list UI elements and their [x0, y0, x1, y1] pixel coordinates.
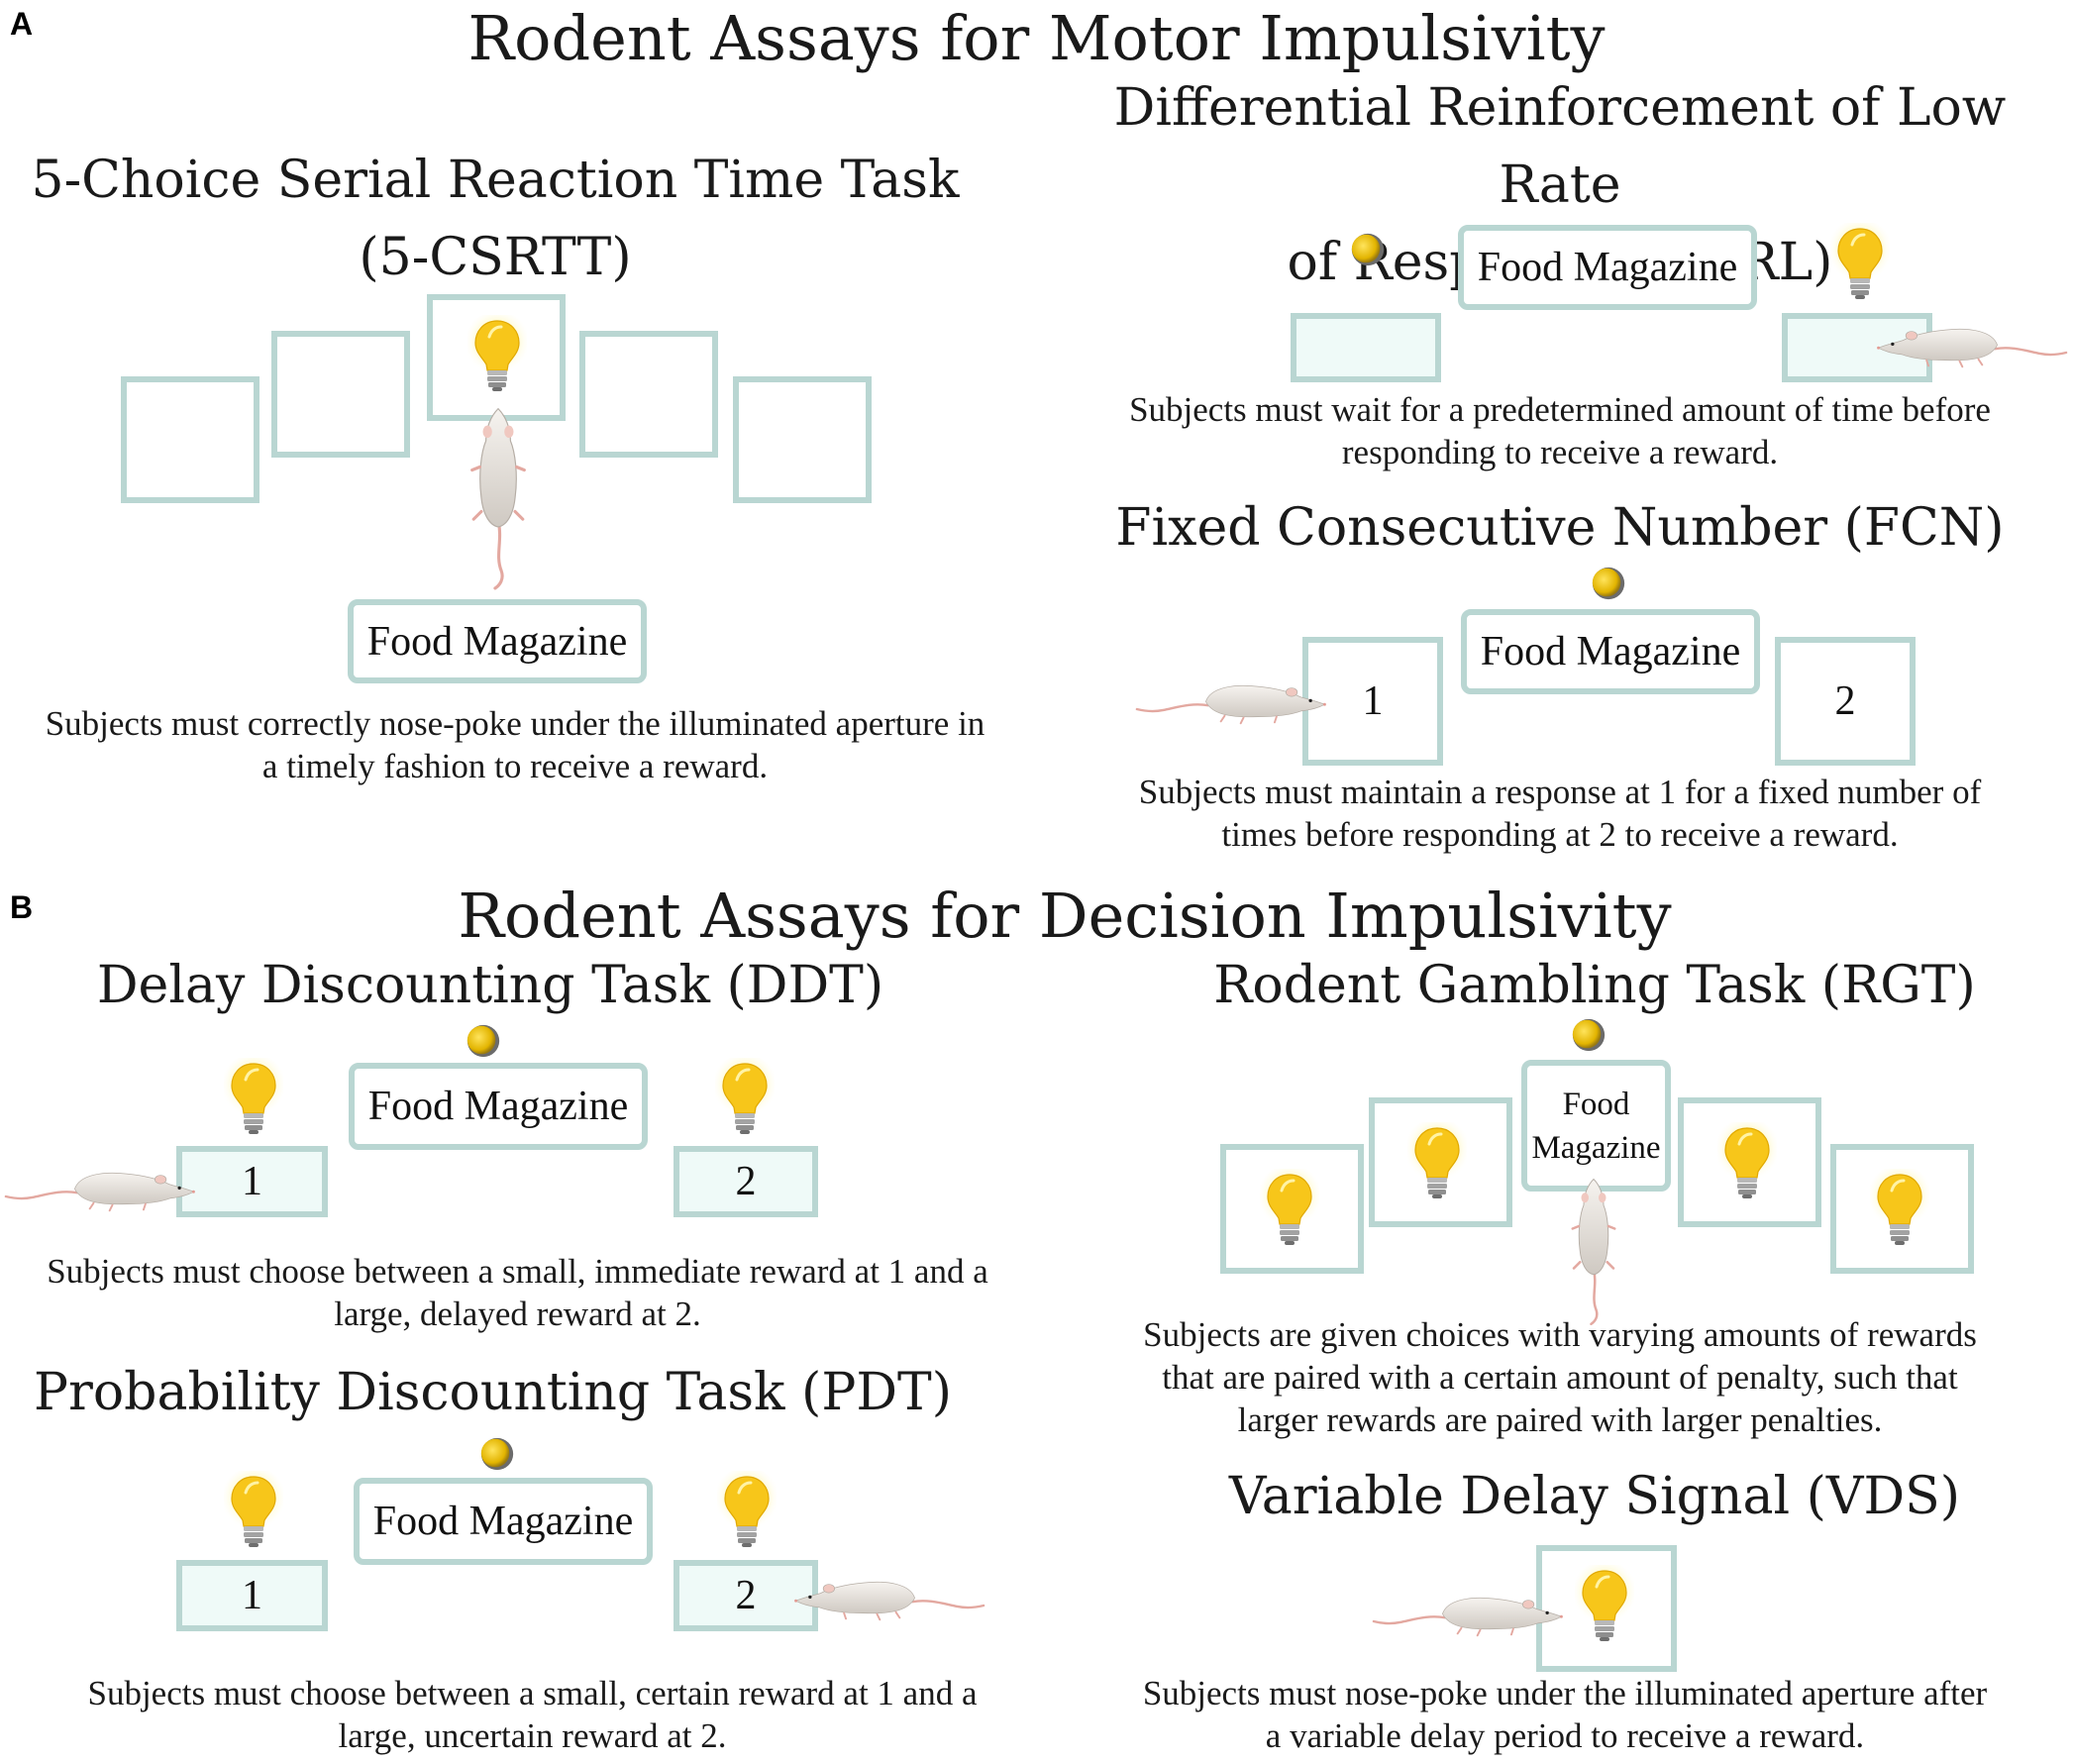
- rat-icon: [4, 1157, 202, 1216]
- light-bulb-icon: [224, 1471, 283, 1550]
- food-pellet-icon: [478, 1435, 516, 1473]
- vds-description: Subjects must nose-poke under the illumi…: [1055, 1672, 2073, 1757]
- light-bulb-icon: [717, 1471, 777, 1550]
- pdt-title: Probability Discounting Task (PDT): [34, 1363, 952, 1422]
- csrtt-food-magazine-label: Food Magazine: [366, 618, 628, 665]
- ddt-lever-1-label: 1: [242, 1159, 262, 1204]
- rat-icon: [1135, 670, 1333, 729]
- light-bulb-icon: [715, 1058, 775, 1137]
- panel-b-title: Rodent Assays for Decision Impulsivity: [458, 880, 1672, 952]
- ddt-food-magazine: Food Magazine: [349, 1063, 648, 1150]
- drl-title-line1: Differential Reinforcement of Low Rate: [1113, 78, 2007, 215]
- ddt-description-line2: large, delayed reward at 2.: [334, 1295, 701, 1333]
- rat-icon: [1372, 1583, 1570, 1640]
- pdt-description-line2: large, uncertain reward at 2.: [338, 1716, 727, 1755]
- vds-description-line1: Subjects must nose-poke under the illumi…: [1142, 1674, 1988, 1712]
- food-pellet-icon: [1570, 1016, 1607, 1054]
- vds-description-line2: a variable delay period to receive a rew…: [1265, 1716, 1865, 1755]
- fcn-description-line2: times before responding at 2 to receive …: [1221, 815, 1899, 854]
- pdt-food-magazine: Food Magazine: [354, 1478, 653, 1565]
- rgt-description-line3: larger rewards are paired with larger pe…: [1237, 1401, 1883, 1439]
- csrtt-description-line1: Subjects must correctly nose-poke under …: [45, 704, 985, 743]
- ddt-description: Subjects must choose between a small, im…: [10, 1250, 1025, 1335]
- drl-food-magazine-label: Food Magazine: [1477, 245, 1738, 290]
- rgt-description-line2: that are paired with a certain amount of…: [1162, 1358, 1958, 1397]
- rgt-food-magazine: Food Magazine: [1521, 1060, 1671, 1192]
- panel-letter-a: A: [10, 6, 34, 42]
- fcn-lever-2-label: 2: [1834, 678, 1856, 724]
- light-bulb-icon: [1407, 1122, 1467, 1201]
- food-pellet-icon: [1590, 565, 1627, 602]
- drl-food-magazine: Food Magazine: [1458, 225, 1757, 310]
- light-bulb-icon: [1830, 223, 1890, 302]
- fcn-title: Fixed Consecutive Number (FCN): [1115, 498, 2005, 558]
- pdt-food-magazine-label: Food Magazine: [372, 1499, 634, 1544]
- csrtt-aperture-4: [579, 331, 718, 458]
- rgt-aperture-1: [1220, 1144, 1364, 1274]
- csrtt-title-line1: 5-Choice Serial Reaction Time Task: [31, 151, 960, 210]
- light-bulb-icon: [1717, 1122, 1777, 1201]
- ddt-lever-2: 2: [674, 1146, 818, 1217]
- rat-icon: [1870, 315, 2068, 370]
- fcn-lever-1-label: 1: [1362, 678, 1384, 724]
- fcn-food-magazine-label: Food Magazine: [1480, 629, 1741, 674]
- light-bulb-icon: [1575, 1565, 1634, 1644]
- pdt-lever-1-label: 1: [242, 1573, 262, 1618]
- rgt-title: Rodent Gambling Task (RGT): [1213, 956, 1976, 1015]
- panel-a-title: Rodent Assays for Motor Impulsivity: [467, 2, 1606, 74]
- ddt-lever-1: 1: [176, 1146, 328, 1217]
- fcn-food-magazine: Food Magazine: [1461, 609, 1760, 694]
- csrtt-food-magazine: Food Magazine: [348, 599, 647, 683]
- rat-icon: [1563, 1177, 1624, 1325]
- fcn-lever-2: 2: [1775, 637, 1916, 766]
- rgt-food-magazine-label: Food Magazine: [1531, 1083, 1660, 1170]
- rgt-food-magazine-line1: Food: [1562, 1086, 1630, 1122]
- csrtt-title-line2: (5-CSRTT): [359, 228, 632, 287]
- light-bulb-icon: [224, 1058, 283, 1137]
- fcn-lever-1: 1: [1302, 637, 1443, 766]
- panel-letter-b: B: [10, 889, 34, 925]
- rat-icon: [787, 1567, 985, 1624]
- ddt-description-line1: Subjects must choose between a small, im…: [47, 1252, 988, 1291]
- food-pellet-icon: [1349, 231, 1387, 268]
- csrtt-description-line2: a timely fashion to receive a reward.: [261, 747, 769, 785]
- rgt-description: Subjects are given choices with varying …: [1055, 1313, 2065, 1441]
- fcn-description-line1: Subjects must maintain a response at 1 f…: [1138, 773, 1982, 811]
- csrtt-description: Subjects must correctly nose-poke under …: [10, 702, 1020, 787]
- csrtt-aperture-1: [121, 376, 259, 503]
- food-pellet-icon: [465, 1022, 502, 1060]
- ddt-food-magazine-label: Food Magazine: [367, 1084, 629, 1129]
- rgt-food-magazine-line2: Magazine: [1531, 1129, 1661, 1166]
- drl-description-line2: responding to receive a reward.: [1341, 433, 1779, 471]
- csrtt-title: 5-Choice Serial Reaction Time Task (5-CS…: [20, 142, 971, 296]
- pdt-description: Subjects must choose between a small, ce…: [0, 1672, 1065, 1757]
- rat-icon: [467, 401, 529, 594]
- drl-description: Subjects must wait for a predetermined a…: [1055, 388, 2065, 473]
- pdt-description-line1: Subjects must choose between a small, ce…: [87, 1674, 978, 1712]
- drl-description-line1: Subjects must wait for a predetermined a…: [1129, 390, 1991, 429]
- pdt-lever-2-label: 2: [735, 1573, 757, 1618]
- light-bulb-icon: [467, 315, 527, 394]
- light-bulb-icon: [1260, 1169, 1319, 1248]
- ddt-lever-2-label: 2: [735, 1159, 757, 1204]
- rgt-description-line1: Subjects are given choices with varying …: [1143, 1315, 1977, 1354]
- drl-lever-left: [1291, 313, 1441, 382]
- fcn-description: Subjects must maintain a response at 1 f…: [1055, 771, 2065, 856]
- light-bulb-icon: [1870, 1169, 1929, 1248]
- pdt-lever-1: 1: [176, 1560, 328, 1631]
- csrtt-aperture-5: [733, 376, 872, 503]
- ddt-title: Delay Discounting Task (DDT): [96, 956, 884, 1015]
- csrtt-aperture-2: [271, 331, 410, 458]
- vds-title: Variable Delay Signal (VDS): [1228, 1467, 1961, 1526]
